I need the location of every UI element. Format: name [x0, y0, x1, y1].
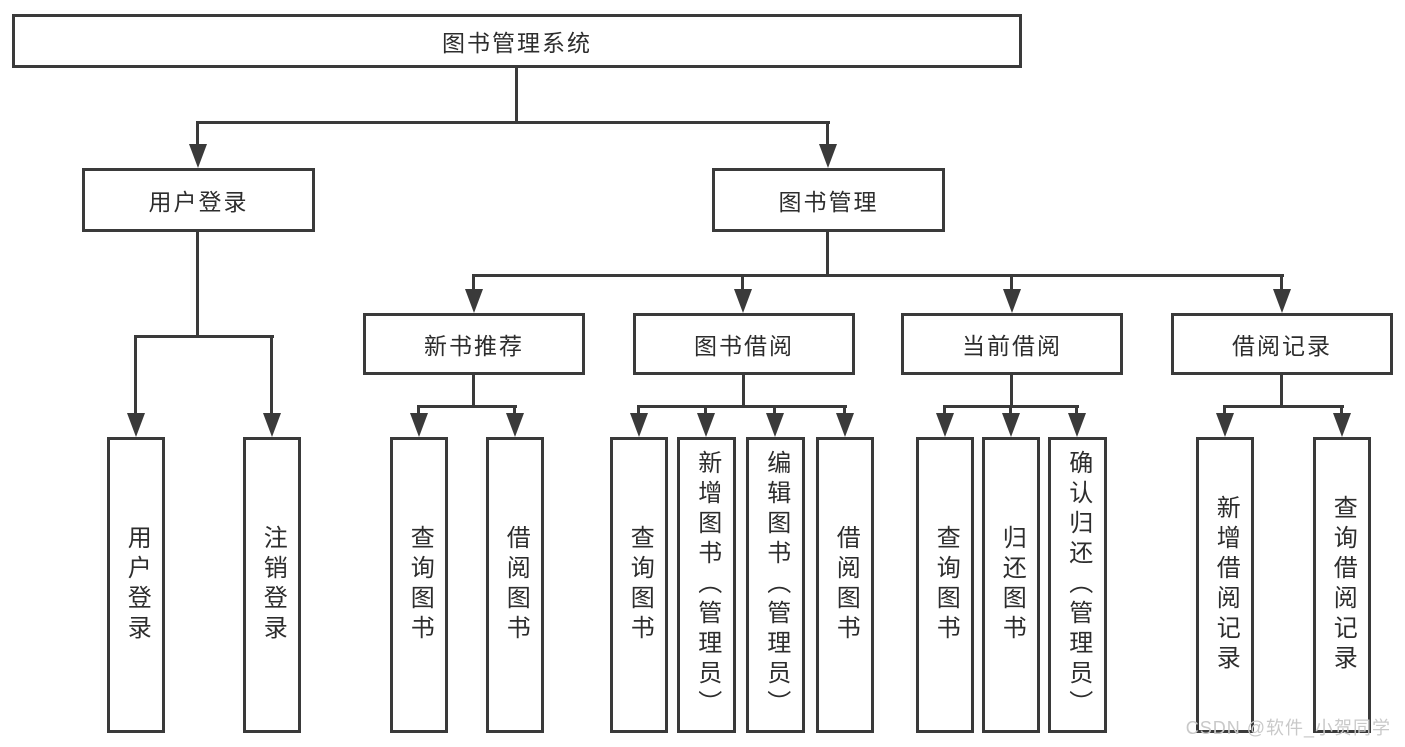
csdn-watermark: CSDN @软件_小贺同学 — [1185, 718, 1391, 738]
leaf-label: 查询图书 — [626, 525, 654, 645]
leaf-query-books-borrow: 查询图书 — [610, 437, 668, 733]
arrow-down-icon — [1068, 413, 1086, 437]
node-new-book-recommend-label: 新书推荐 — [424, 333, 524, 359]
connector-line — [196, 121, 830, 124]
connector-line — [270, 335, 273, 417]
connector-line — [704, 405, 707, 417]
arrow-down-icon — [936, 413, 954, 437]
node-current-borrow-label: 当前借阅 — [962, 333, 1062, 359]
connector-line — [134, 335, 274, 338]
arrow-down-icon — [1273, 289, 1291, 313]
arrow-down-icon — [410, 413, 428, 437]
connector-line — [1340, 405, 1343, 417]
node-book-borrow-label: 图书借阅 — [694, 333, 794, 359]
leaf-label: 查询借阅记录 — [1329, 495, 1357, 675]
arrow-down-icon — [127, 413, 145, 437]
arrow-down-icon — [836, 413, 854, 437]
node-new-book-recommend: 新书推荐 — [363, 313, 585, 375]
leaf-label: 查询图书 — [932, 525, 960, 645]
leaf-label: 确认归还（管理员） — [1064, 450, 1092, 720]
node-book-manage: 图书管理 — [712, 168, 945, 232]
connector-line — [637, 405, 640, 417]
connector-line — [1280, 274, 1283, 292]
connector-line — [742, 375, 745, 408]
connector-line — [1223, 405, 1226, 417]
node-current-borrow: 当前借阅 — [901, 313, 1123, 375]
connector-line — [196, 232, 199, 338]
leaf-query-books-current: 查询图书 — [916, 437, 974, 733]
arrow-down-icon — [734, 289, 752, 313]
arrow-down-icon — [630, 413, 648, 437]
connector-line — [513, 405, 516, 417]
connector-line — [472, 274, 475, 292]
node-book-manage-label: 图书管理 — [778, 189, 879, 215]
connector-line — [1280, 375, 1283, 408]
leaf-borrow-books-newbook: 借阅图书 — [486, 437, 544, 733]
connector-line — [1009, 405, 1012, 417]
arrow-down-icon — [819, 144, 837, 168]
connector-line — [134, 335, 137, 417]
arrow-down-icon — [1002, 413, 1020, 437]
arrow-down-icon — [766, 413, 784, 437]
connector-line — [826, 232, 829, 277]
leaf-label: 借阅图书 — [832, 525, 860, 645]
leaf-label: 用户登录 — [123, 525, 151, 645]
leaf-label: 新增借阅记录 — [1212, 495, 1240, 675]
leaf-confirm-return-admin: 确认归还（管理员） — [1048, 437, 1107, 733]
leaf-user-login: 用户登录 — [107, 437, 165, 733]
node-user-login: 用户登录 — [82, 168, 315, 232]
arrow-down-icon — [1216, 413, 1234, 437]
leaf-label: 新增图书（管理员） — [693, 450, 721, 720]
connector-line — [943, 405, 946, 417]
connector-line — [741, 274, 744, 292]
connector-line — [1010, 375, 1013, 408]
arrow-down-icon — [506, 413, 524, 437]
connector-line — [417, 405, 420, 417]
leaf-add-borrow-record: 新增借阅记录 — [1196, 437, 1254, 733]
leaf-add-books-admin: 新增图书（管理员） — [677, 437, 736, 733]
connector-line — [472, 274, 1284, 277]
connector-line — [1010, 274, 1013, 292]
arrow-down-icon — [697, 413, 715, 437]
leaf-logout: 注销登录 — [243, 437, 301, 733]
leaf-query-borrow-record: 查询借阅记录 — [1313, 437, 1371, 733]
connector-line — [1075, 405, 1078, 417]
connector-line — [773, 405, 776, 417]
leaf-label: 归还图书 — [998, 525, 1026, 645]
leaf-label: 借阅图书 — [502, 525, 530, 645]
leaf-label: 查询图书 — [406, 525, 434, 645]
connector-line — [472, 375, 475, 408]
leaf-edit-books-admin: 编辑图书（管理员） — [746, 437, 805, 733]
connector-line — [1223, 405, 1344, 408]
leaf-label: 注销登录 — [259, 525, 287, 645]
leaf-query-books-newbook: 查询图书 — [390, 437, 448, 733]
arrow-down-icon — [263, 413, 281, 437]
connector-line — [196, 121, 199, 147]
connector-line — [417, 405, 517, 408]
connector-line — [843, 405, 846, 417]
node-borrow-record: 借阅记录 — [1171, 313, 1393, 375]
node-borrow-record-label: 借阅记录 — [1232, 333, 1332, 359]
connector-line — [826, 121, 829, 147]
node-book-borrow: 图书借阅 — [633, 313, 855, 375]
node-root: 图书管理系统 — [12, 14, 1022, 68]
leaf-borrow-books-borrow: 借阅图书 — [816, 437, 874, 733]
node-user-login-label: 用户登录 — [148, 189, 249, 215]
connector-line — [515, 68, 518, 123]
node-root-label: 图书管理系统 — [442, 30, 592, 56]
arrow-down-icon — [189, 144, 207, 168]
arrow-down-icon — [465, 289, 483, 313]
connector-line — [637, 405, 847, 408]
arrow-down-icon — [1333, 413, 1351, 437]
leaf-return-books: 归还图书 — [982, 437, 1040, 733]
arrow-down-icon — [1003, 289, 1021, 313]
leaf-label: 编辑图书（管理员） — [762, 450, 790, 720]
